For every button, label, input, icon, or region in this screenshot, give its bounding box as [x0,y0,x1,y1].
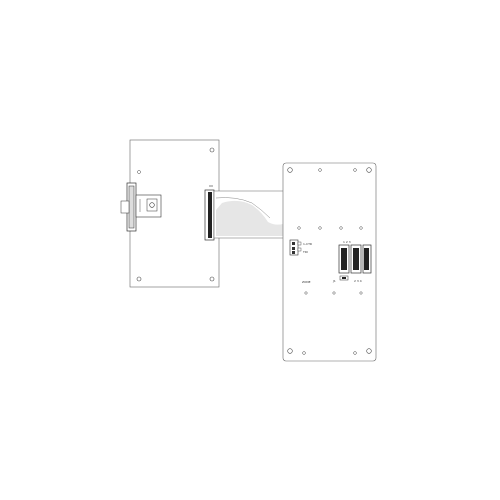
small-hole-icon [304,291,308,295]
mount-hole-icon [287,348,293,354]
mount-hole-icon [366,348,372,354]
right-control-panel: 1-CTR TRI ZONE 1 2 3 J1 2 3 4 [282,162,377,362]
terminal-connectors: 1 2 3 J1 2 3 4 [332,240,372,283]
small-hole-icon [332,291,336,295]
bracket-inner [128,185,135,229]
jumper-label-top: 1-CTR [303,242,312,246]
small-hole-icon [353,168,357,172]
left-circuit-board [120,139,220,288]
ribbon-shading [216,200,283,236]
right-panel-outline [282,162,377,362]
jumper-label-bottom: TRI [302,250,308,254]
jumper-pin [297,241,302,246]
mount-hole-icon [287,167,293,173]
mount-hole-icon [137,170,141,174]
left-bottom-label: ZONE [302,280,311,284]
terminal-pins-3 [364,248,369,270]
mount-hole-icon [136,276,142,282]
jumper-pin [292,242,295,245]
terminal-pins-2 [353,248,359,270]
small-hole-icon [339,226,343,230]
small-hole-icon [359,291,363,295]
connector-block [146,198,158,212]
small-hole-icon [318,226,322,230]
jumper-pin [292,247,295,250]
switch-knob [342,277,346,279]
bracket-tab [120,200,130,214]
terminal-pins-1 [341,248,347,270]
jumper-pin [292,251,295,254]
small-hole-icon [318,168,322,172]
connector-top-label: 1 2 3 [343,240,351,244]
ribbon-fold-line [215,197,271,219]
mount-hole-icon [209,276,215,282]
small-hole-icon [297,226,301,230]
jumper-pin [297,247,302,252]
small-hole-icon [302,351,306,355]
small-hole-icon [359,226,363,230]
edge-connector-pins [208,192,212,238]
mount-hole-icon [209,147,215,153]
ribbon-cable [213,190,288,239]
jumper-block: 1-CTR TRI [289,239,312,256]
connector-screw-icon [149,202,155,208]
small-hole-icon [353,351,357,355]
connector-bottom-label: 2 3 4 [354,279,362,283]
switch-label: J1 [332,279,336,283]
left-bracket-connector [120,182,162,232]
mount-hole-icon [366,167,372,173]
